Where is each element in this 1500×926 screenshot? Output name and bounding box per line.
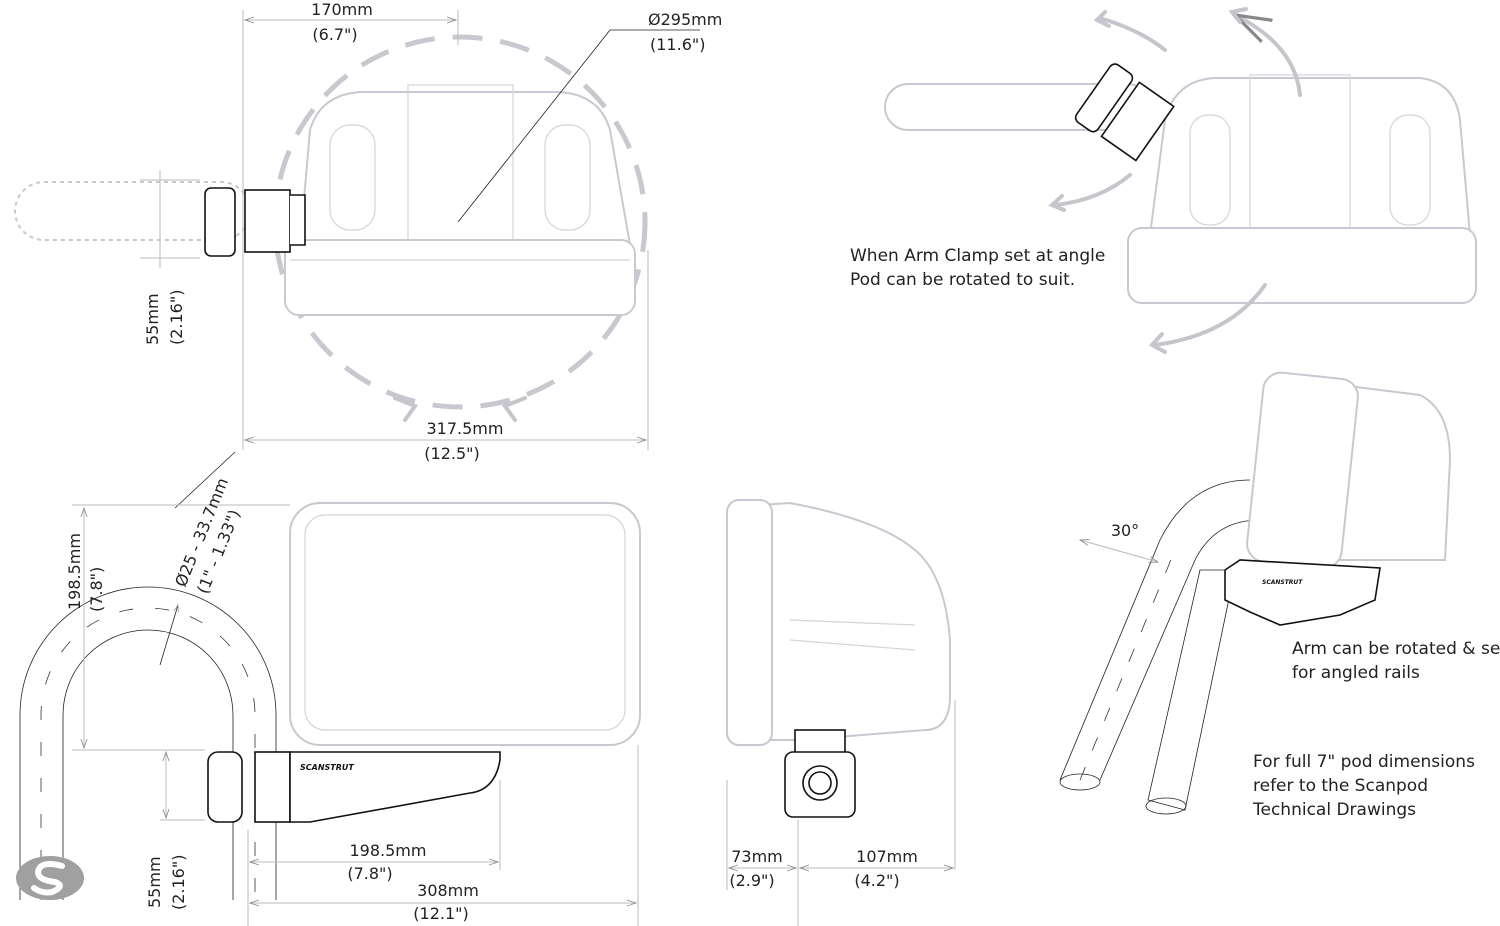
dim-107mm: 107mm [856,847,918,866]
dim-308mm: 308mm [417,881,479,900]
ref-note-line2: refer to the Scanpod [1253,776,1428,796]
dim-198mm-height: 198.5mm [65,533,84,610]
arm-note-line2: for angled rails [1292,663,1420,683]
pod-screen [289,502,641,746]
rail-u-outer [19,586,277,900]
rail-tube [14,181,251,241]
front-view: SCANSTRUT 198.5mm (7.8") Ø25 - 33.7mm (1… [16,451,641,926]
angle-label: 30° [1111,521,1139,540]
brand-label: SCANSTRUT [1262,579,1303,586]
brand-label: SCANSTRUT [300,763,354,772]
dim-73mm: 73mm [731,847,783,866]
pod-side [759,501,951,741]
dim-317mm: 317.5mm [427,419,504,438]
rotation-arrow-icon [1235,15,1302,97]
rotation-arrow-icon [393,396,419,422]
dim-55mm-top: 55mm [143,293,162,345]
dim-198mm-arm-in: (7.8") [347,864,392,883]
angled-view: SCANSTRUT 30° Arm can be rotated & set f… [1059,371,1500,820]
ref-note-line3: Technical Drawings [1252,800,1416,820]
dim-55mm-front-in: (2.16") [169,855,188,910]
dim-317mm-in: (12.5") [424,444,479,463]
rail-u-inner [62,629,234,900]
rotation-note-line1: When Arm Clamp set at angle [850,246,1105,266]
dim-diameter-in: (11.6") [650,35,705,54]
dim-55mm-top-in: (2.16") [167,290,186,345]
top-view: 170mm (6.7") Ø295mm (11.6") 55mm (2.16")… [14,0,722,463]
clamp-mount-side [784,729,856,818]
scanstrut-logo [16,856,84,900]
arm-clamp [1074,63,1175,162]
ref-note-line1: For full 7" pod dimensions [1253,752,1475,772]
dim-198mm-height-in: (7.8") [87,567,106,612]
arm-mount-angled: SCANSTRUT [1224,559,1381,626]
rotation-arrow-icon [1048,194,1066,212]
dim-170mm: 170mm [311,0,373,19]
dim-170mm-in: (6.7") [312,25,357,44]
dim-198mm-arm: 198.5mm [350,841,427,860]
dim-55mm-front: 55mm [145,856,164,908]
pod-angled [1246,371,1452,569]
dim-73mm-in: (2.9") [729,871,774,890]
arm-mount: SCANSTRUT [207,751,501,823]
rotation-arrow-icon [1148,332,1167,354]
rotation-arrow-icon [1093,10,1111,28]
arm-note-line1: Arm can be rotated & set [1292,639,1500,659]
rotation-view: When Arm Clamp set at angle Pod can be r… [850,7,1477,354]
pod-top-rotated [1127,74,1477,304]
pod-top [284,84,636,316]
arm-clamp [204,187,306,257]
rotation-note-line2: Pod can be rotated to suit. [850,270,1075,290]
dim-diameter: Ø295mm [648,10,722,29]
dim-107mm-in: (4.2") [854,871,899,890]
side-view: 73mm (2.9") 107mm (4.2") [726,499,956,926]
dim-308mm-in: (12.1") [413,904,468,923]
rotation-arrow-icon [501,396,527,422]
